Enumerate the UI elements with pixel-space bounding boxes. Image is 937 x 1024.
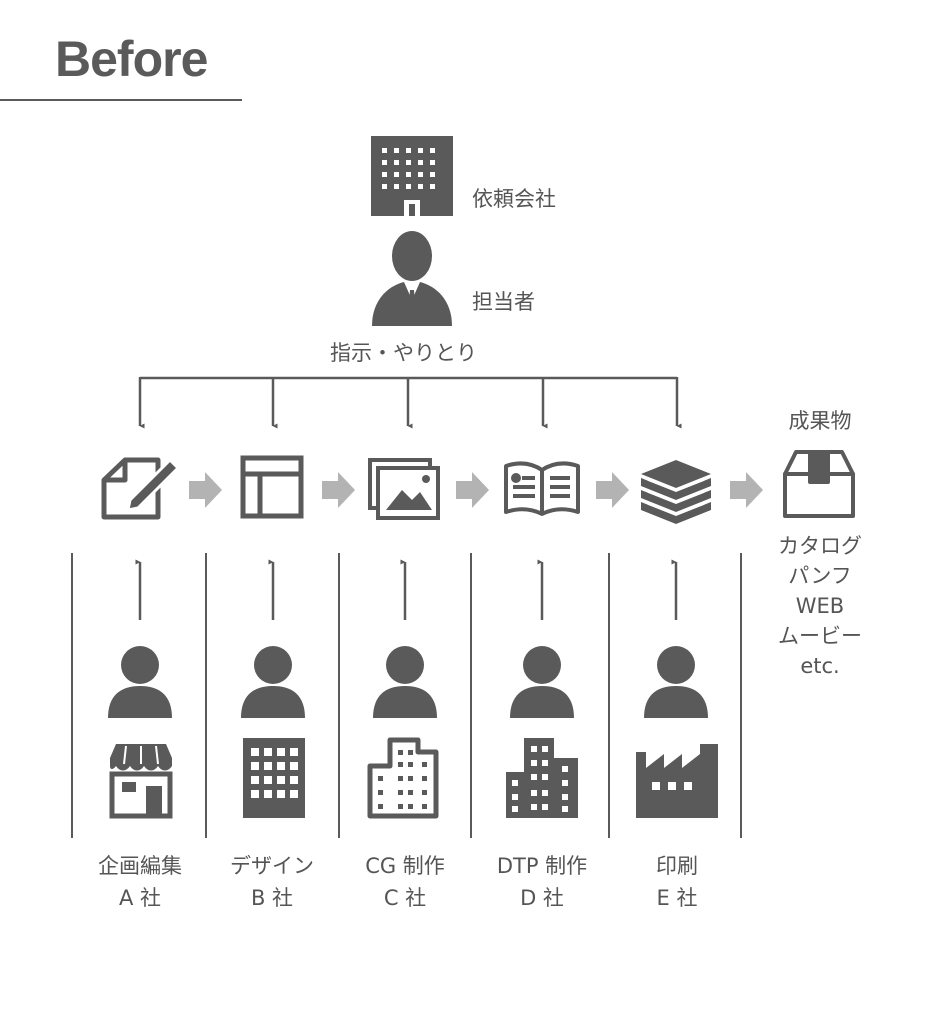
client-person-label: 担当者 bbox=[472, 290, 535, 314]
open-book-icon bbox=[504, 461, 580, 516]
deliverable-heading: 成果物 bbox=[788, 409, 852, 433]
office-building-icon bbox=[367, 737, 439, 819]
layout-icon bbox=[240, 455, 304, 519]
box-icon bbox=[783, 450, 855, 518]
process-arrow-icon bbox=[596, 472, 629, 508]
edit-icon bbox=[101, 457, 180, 520]
factory-icon bbox=[636, 744, 718, 818]
business-person-icon bbox=[372, 231, 452, 326]
person-icon bbox=[373, 646, 437, 718]
person-icon bbox=[644, 646, 708, 718]
instruction-label: 指示・やりとり bbox=[330, 341, 477, 365]
process-arrow-icon bbox=[730, 472, 763, 508]
page-title: Before bbox=[55, 31, 208, 87]
process-arrows bbox=[189, 472, 763, 508]
process-arrow-icon bbox=[189, 472, 222, 508]
process-arrow-icon bbox=[322, 472, 355, 508]
shop-icon bbox=[109, 744, 173, 819]
person-icon bbox=[241, 646, 305, 718]
city-buildings-icon bbox=[506, 738, 578, 818]
client-company-label: 依頼会社 bbox=[472, 187, 556, 211]
deliverable-item: WEB bbox=[795, 594, 845, 618]
deliverable-item: etc. bbox=[800, 654, 840, 678]
images-icon bbox=[368, 458, 440, 520]
column-dividers bbox=[71, 553, 742, 838]
report-arrows bbox=[135, 559, 678, 620]
book-stack-icon bbox=[641, 460, 711, 524]
deliverable-list: カタログ パンフ WEB ムービー etc. bbox=[750, 531, 890, 681]
deliverable-item: ムービー bbox=[778, 624, 862, 648]
deliverable-item: カタログ bbox=[778, 534, 862, 558]
process-arrow-icon bbox=[456, 472, 489, 508]
building-icon bbox=[243, 738, 305, 818]
person-icon bbox=[510, 646, 574, 718]
title-underline bbox=[0, 99, 242, 101]
deliverable-item: パンフ bbox=[788, 564, 852, 588]
person-icon bbox=[108, 646, 172, 718]
distribution-lines bbox=[138, 376, 682, 429]
office-building-icon bbox=[371, 136, 453, 216]
